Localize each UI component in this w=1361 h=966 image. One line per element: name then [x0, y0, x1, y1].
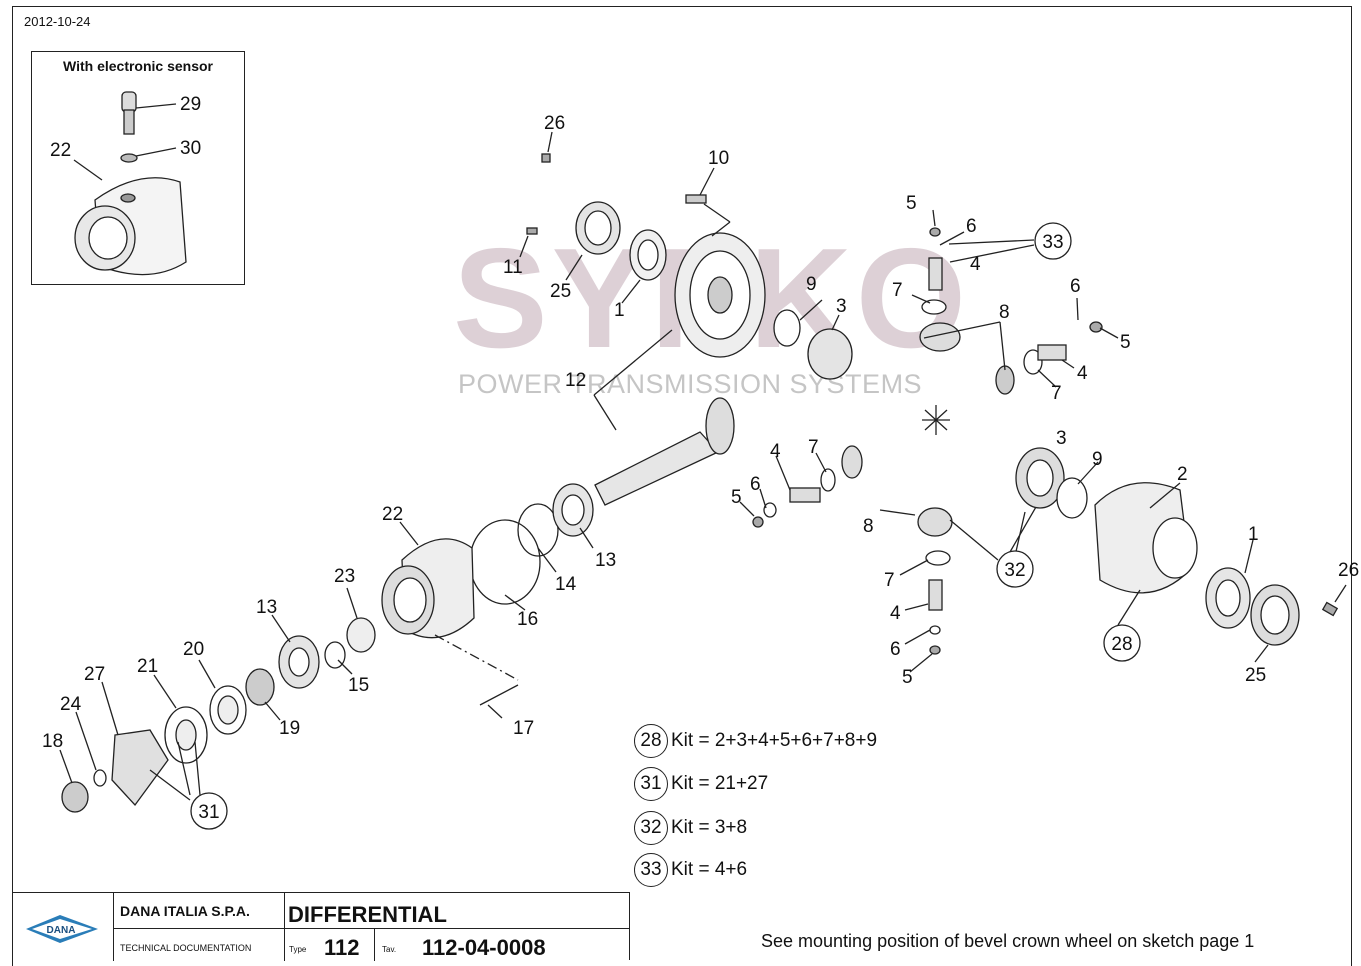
doc-type: TECHNICAL DOCUMENTATION [120, 943, 252, 953]
callout-4: 4 [770, 441, 781, 462]
callout-17: 17 [513, 718, 534, 739]
company-name: DANA ITALIA S.P.A. [120, 903, 250, 919]
callout-7: 7 [892, 280, 903, 301]
divider [284, 893, 285, 961]
pinion-shaft [593, 329, 735, 506]
callout-25: 25 [1245, 665, 1266, 686]
callout-4: 4 [1077, 363, 1088, 384]
kit-text: Kit = 21+27 [671, 773, 769, 794]
kit-number: 28 [634, 724, 668, 758]
sensor-inset: With electronic sensor [31, 51, 245, 285]
callout-12: 12 [565, 370, 586, 391]
kit-number: 31 [634, 767, 668, 801]
logo-cell: DANA [12, 893, 114, 961]
callout-6: 6 [890, 639, 901, 660]
kit-legend-item: 31 Kit = 21+27 [634, 767, 768, 801]
callout-23: 23 [334, 566, 355, 587]
callout-9: 9 [1092, 449, 1103, 470]
callout-29: 29 [180, 94, 201, 115]
callout-18: 18 [42, 731, 63, 752]
callout-2: 2 [1177, 464, 1188, 485]
divider [374, 929, 375, 961]
callout-26: 26 [544, 113, 565, 134]
kit-text: Kit = 3+8 [671, 817, 748, 838]
callout-4: 4 [970, 254, 981, 275]
callout-16: 16 [517, 609, 538, 630]
page-frame [12, 6, 1352, 966]
tav-label: Tav. [382, 945, 397, 954]
callout-27: 27 [84, 664, 105, 685]
callout-labels: 26 10 11 25 1 12 9 3 5 6 4 7 8 6 5 4 7 4… [42, 113, 1359, 752]
kit-callout-31: 31 [198, 802, 219, 823]
callout-6: 6 [750, 474, 761, 495]
callout-7: 7 [884, 570, 895, 591]
callout-7: 7 [808, 437, 819, 458]
callout-1: 1 [1248, 524, 1259, 545]
kit-number: 32 [634, 811, 668, 845]
kit-text: Kit = 4+6 [671, 859, 748, 880]
crown-wheel-group [526, 153, 853, 380]
hub-group [61, 483, 594, 813]
callout-5: 5 [902, 667, 913, 688]
callout-25: 25 [550, 281, 571, 302]
tav-value: 112-04-0008 [422, 935, 546, 960]
type-value: 112 [324, 935, 360, 960]
kit-legend-item: 33 Kit = 4+6 [634, 853, 747, 887]
callout-4: 4 [890, 603, 901, 624]
kit-callouts: 33 32 28 31 [190, 222, 1141, 830]
callout-13: 13 [256, 597, 277, 618]
callout-26: 26 [1338, 560, 1359, 581]
kit-legend-item: 28 Kit = 2+3+4+5+6+7+8+9 [634, 724, 877, 758]
inset-title: With electronic sensor [62, 58, 214, 74]
callout-7: 7 [1051, 383, 1062, 404]
callout-6: 6 [966, 216, 977, 237]
callout-5: 5 [906, 193, 917, 214]
kit-legend-item: 32 Kit = 3+8 [634, 811, 747, 845]
inset-sensor-drawing: 29 30 22 [50, 91, 201, 276]
callout-30: 30 [180, 138, 201, 159]
callout-1: 1 [614, 300, 625, 321]
callout-14: 14 [555, 574, 577, 595]
title-block: DANA DANA ITALIA S.P.A. TECHNICAL DOCUME… [12, 892, 630, 961]
callout-24: 24 [60, 694, 82, 715]
document-date: 2012-10-24 [24, 14, 91, 29]
callout-21: 21 [137, 656, 158, 677]
callout-5: 5 [731, 487, 742, 508]
callout-13: 13 [595, 550, 616, 571]
kit-callout-33: 33 [1042, 232, 1063, 253]
kit-text: Kit = 2+3+4+5+6+7+8+9 [671, 730, 878, 751]
callout-5: 5 [1120, 332, 1131, 353]
type-label: Type [289, 945, 307, 954]
callout-6: 6 [1070, 276, 1081, 297]
spider-gear-group [752, 227, 1103, 655]
callout-10: 10 [708, 148, 729, 169]
callout-3: 3 [1056, 428, 1067, 449]
watermark-tagline: POWER TRANSMISSION SYSTEMS [458, 369, 923, 399]
callout-9: 9 [806, 274, 817, 295]
kit-callout-32: 32 [1004, 560, 1025, 581]
callout-8: 8 [863, 516, 874, 537]
callout-22: 22 [50, 140, 71, 161]
callout-22: 22 [382, 504, 403, 525]
callout-3: 3 [836, 296, 847, 317]
callout-15: 15 [348, 675, 369, 696]
leader-lines [59, 131, 1347, 801]
logo-text: DANA [47, 925, 76, 936]
callout-11: 11 [503, 257, 523, 278]
callout-8: 8 [999, 302, 1010, 323]
mounting-note: See mounting position of bevel crown whe… [761, 931, 1255, 951]
dana-logo: DANA [26, 915, 98, 943]
divider [114, 928, 630, 929]
callout-20: 20 [183, 639, 204, 660]
differential-case [1015, 447, 1339, 646]
kit-number: 33 [634, 853, 668, 887]
drawing-title: DIFFERENTIAL [288, 902, 447, 927]
callout-19: 19 [279, 718, 300, 739]
kit-callout-28: 28 [1111, 634, 1132, 655]
